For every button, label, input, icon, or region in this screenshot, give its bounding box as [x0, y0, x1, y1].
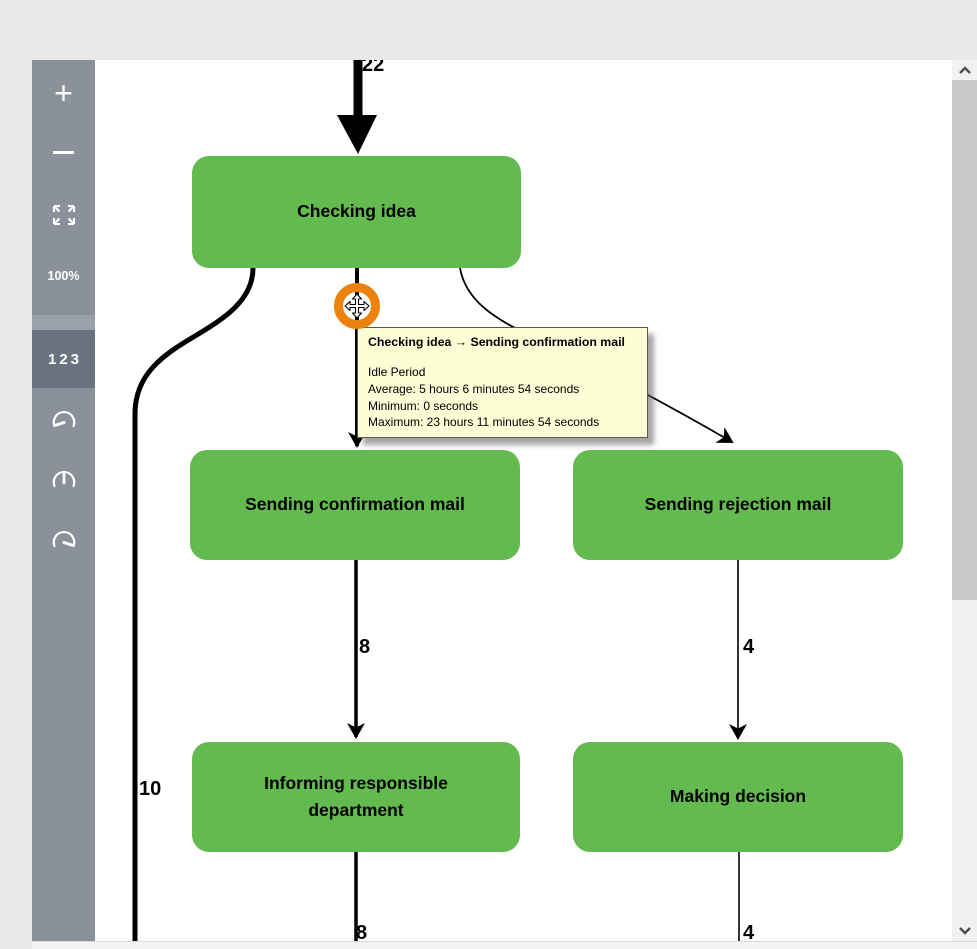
- tooltip-maximum: Maximum: 23 hours 11 minutes 54 seconds: [368, 415, 600, 430]
- move-cursor-icon: [344, 293, 370, 319]
- plus-icon: +: [54, 74, 73, 111]
- gauge-min-icon: [52, 411, 75, 428]
- scroll-down-button[interactable]: [952, 921, 977, 941]
- node-sending-confirmation-mail-label: Sending confirmation mail: [245, 494, 465, 515]
- edge-label-rejection-to-decision: 4: [743, 636, 755, 658]
- node-informing-responsible-department[interactable]: Informing responsible department: [192, 742, 520, 852]
- edge-label-confirmation-to-informing: 8: [359, 636, 371, 658]
- gauge-average-button[interactable]: [32, 468, 95, 494]
- process-map-canvas[interactable]: Checking idea Sending confirmation mail …: [95, 60, 952, 941]
- node-checking-idea[interactable]: Checking idea: [192, 156, 521, 268]
- edge-label-decision-down: 4: [743, 922, 755, 941]
- frequency-view-label: 123: [47, 350, 83, 368]
- edge-tooltip: Checking idea → Sending confirmation mai…: [357, 327, 648, 438]
- edge-label-incoming-top: 22: [362, 60, 385, 76]
- vertical-scrollbar-thumb[interactable]: [952, 80, 977, 600]
- expand-arrows-icon: [52, 204, 75, 226]
- zoom-level-value: 100%: [47, 269, 80, 283]
- zoom-in-button[interactable]: +: [32, 68, 95, 118]
- frequency-view-button[interactable]: 123: [32, 330, 95, 388]
- scroll-up-button[interactable]: [952, 60, 977, 80]
- tooltip-minimum: Minimum: 0 seconds: [368, 398, 479, 413]
- tooltip-average: Average: 5 hours 6 minutes 54 seconds: [368, 381, 580, 396]
- gauge-minimum-button[interactable]: [32, 408, 95, 434]
- node-making-decision[interactable]: Making decision: [573, 742, 903, 852]
- horizontal-scrollbar[interactable]: [32, 941, 977, 949]
- fit-to-screen-button[interactable]: [32, 201, 95, 229]
- edge-label-bypass-left: 10: [139, 778, 162, 800]
- zoom-out-button[interactable]: [32, 130, 95, 174]
- edge-hover-ring: [334, 283, 380, 329]
- edge-label-informing-down: 8: [356, 922, 368, 941]
- minus-icon: [53, 150, 74, 154]
- node-sending-rejection-mail[interactable]: Sending rejection mail: [573, 450, 903, 560]
- toolbar-divider: [32, 315, 95, 330]
- node-informing-responsible-department-label: Informing responsible department: [264, 772, 448, 820]
- chevron-down-icon: [958, 927, 971, 935]
- node-making-decision-label: Making decision: [669, 786, 807, 807]
- map-toolbar: + 100% 123: [32, 60, 95, 941]
- node-sending-rejection-mail-label: Sending rejection mail: [644, 494, 832, 515]
- chevron-up-icon: [958, 66, 971, 74]
- tooltip-metric: Idle Period: [368, 365, 426, 379]
- zoom-level-button[interactable]: 100%: [32, 263, 95, 289]
- node-checking-idea-label: Checking idea: [297, 201, 416, 222]
- tooltip-title: Checking idea → Sending confirmation mai…: [368, 335, 625, 349]
- gauge-max-icon: [52, 531, 75, 548]
- gauge-maximum-button[interactable]: [32, 528, 95, 554]
- node-sending-confirmation-mail[interactable]: Sending confirmation mail: [190, 450, 520, 560]
- edge-incoming-top-arrowhead: [337, 115, 377, 154]
- gauge-avg-icon: [52, 471, 75, 488]
- edge-checking-bypass-left[interactable]: [132, 267, 256, 941]
- vertical-scrollbar[interactable]: [952, 60, 977, 941]
